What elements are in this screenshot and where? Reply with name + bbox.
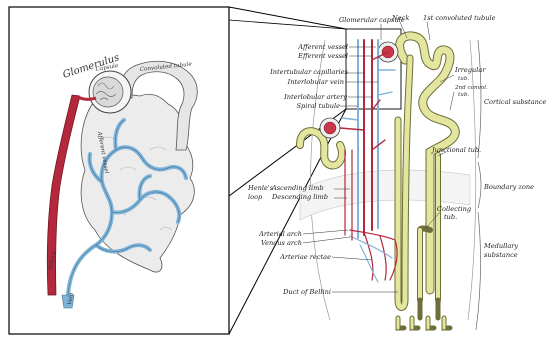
cortical-bracket	[478, 40, 481, 158]
label-arterial-arch: Arterial arch	[258, 230, 302, 238]
label-ascending-limb: Ascending limb	[271, 184, 324, 192]
label-collecting-tub: tub.	[444, 213, 457, 221]
label-second-convol-tub: tub.	[458, 92, 469, 98]
label-duct-of-bellini: Duct of Bellini	[282, 288, 331, 296]
label-medullary-substance: substance	[484, 251, 518, 259]
label-interlobular-vein: Interlobular vein	[287, 78, 344, 86]
label-first-convoluted-tubule: 1st convoluted tubule	[423, 14, 496, 22]
label-collecting: Collecting	[437, 205, 471, 213]
label-second-convol: 2nd convol.	[454, 85, 488, 91]
medullary-bracket	[476, 212, 481, 330]
label-boundary-zone: Boundary zone	[483, 183, 534, 191]
zoom-line-top	[229, 7, 346, 29]
label-efferent-vessel: Efferent vessel	[297, 52, 348, 60]
label-arteriae-rectae: Arteriae rectae	[279, 253, 331, 261]
label-neck: Neck	[391, 14, 409, 22]
right-vessels	[340, 40, 397, 282]
glomerulus-lower-tuft	[324, 122, 336, 134]
label-spiral-tubule: Spiral tubule	[296, 102, 340, 110]
label-venous-arch: Venous arch	[261, 239, 302, 247]
glomerulus-tuft	[93, 77, 123, 107]
label-afferent-vessel: Afferent vessel	[297, 43, 348, 51]
label-descending-limb: Descending limb	[271, 193, 328, 201]
label-henles: Henle's	[247, 184, 274, 192]
label-henles-loop: loop	[248, 193, 263, 201]
label-junctional-tub: Junctional tub.	[430, 146, 481, 154]
zoom-line-top-2	[229, 20, 346, 29]
label-irregular: Irregular	[454, 66, 486, 74]
label-intertubular-capillaries: Intertubular capillaries	[269, 68, 348, 76]
label-interlobular-artery: Interlobular artery	[283, 93, 347, 101]
label-medullary: Medullary	[483, 242, 518, 250]
right-nephron-illustration: Glomerular capsule Neck 1st convoluted t…	[247, 14, 547, 330]
label-cortical-substance: Cortical substance	[484, 98, 547, 106]
zoom-line-bottom	[229, 109, 346, 334]
label-irregular-tub: tub.	[458, 76, 469, 82]
boundary-bracket	[478, 162, 481, 208]
